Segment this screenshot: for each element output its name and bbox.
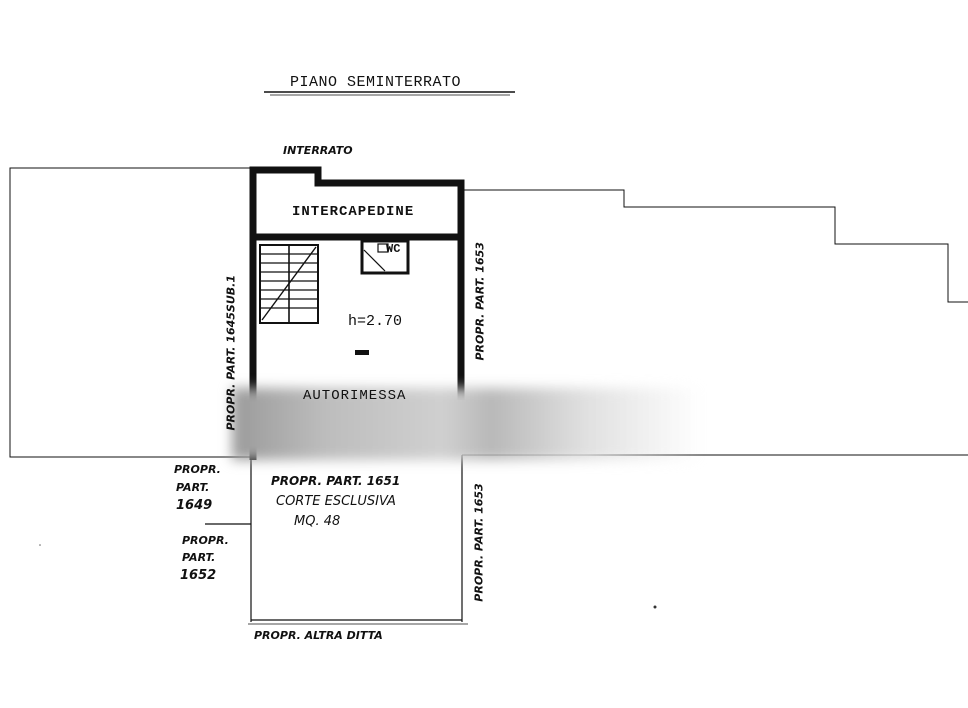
left-wall-label: PROPR. PART. 1645SUB.1	[224, 275, 238, 431]
left-lower-line3: 1652	[180, 568, 217, 583]
autorimessa-label: AUTORIMESSA	[303, 388, 407, 404]
interrato-label: INTERRATO	[283, 144, 353, 157]
title-underline	[264, 91, 515, 96]
plan-title: PIANO SEMINTERRATO	[290, 74, 462, 91]
ceiling-height-label: h=2.70	[348, 313, 403, 330]
left-upper-line2: PART.	[176, 481, 210, 494]
left-lower-line2: PART.	[182, 551, 216, 564]
building-walls	[249, 166, 465, 460]
stray-dot	[39, 544, 41, 546]
bottom-owner-label: PROPR. ALTRA DITTA	[254, 629, 383, 642]
left-lower-line1: PROPR.	[182, 534, 229, 547]
court-type-label: CORTE ESCLUSIVA	[276, 494, 396, 509]
left-neighbor-outline	[9, 167, 250, 458]
court-owner-label: PROPR. PART. 1651	[271, 474, 401, 488]
staircase	[259, 244, 319, 324]
wc-label: WC	[386, 242, 401, 256]
redacted-area	[232, 388, 702, 460]
right-neighbor-outline	[462, 189, 968, 303]
intercapedine-label: INTERCAPEDINE	[292, 204, 415, 220]
stray-dot	[653, 605, 657, 609]
left-upper-line3: 1649	[176, 498, 213, 513]
wc-room	[360, 239, 410, 275]
lower-right-wall-label: PROPR. PART. 1653	[472, 483, 486, 602]
court-area	[205, 455, 468, 625]
left-upper-line1: PROPR.	[174, 463, 221, 476]
level-marker	[355, 350, 369, 355]
right-wall-label: PROPR. PART. 1653	[473, 242, 487, 361]
court-area-label: MQ. 48	[294, 514, 341, 529]
